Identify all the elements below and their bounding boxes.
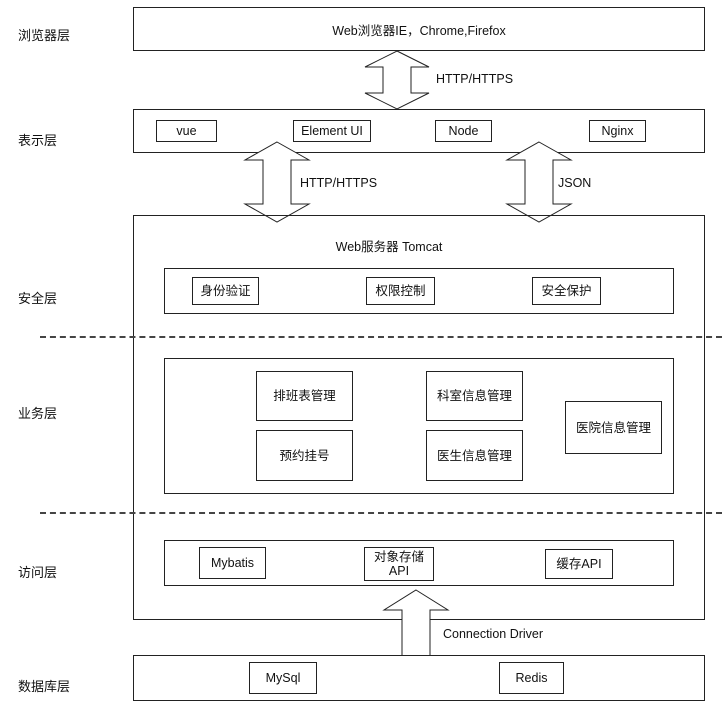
business-item-schedule: 排班表管理 [256, 371, 353, 421]
browser-box: Web浏览器IE，Chrome,Firefox [133, 7, 705, 51]
business-box: 排班表管理 科室信息管理 预约挂号 医生信息管理 医院信息管理 [164, 358, 674, 494]
database-item-redis: Redis [499, 662, 564, 694]
dashed-separator-security-business [40, 336, 722, 338]
security-item-protection: 安全保护 [532, 277, 601, 305]
arrow-label-browser-presentation: HTTP/HTTPS [436, 72, 514, 86]
layer-label-security: 安全层 [18, 291, 58, 306]
web-server-title: Web服务器 Tomcat [335, 239, 443, 254]
arrow-label-presentation-server-right: JSON [558, 176, 592, 190]
arrow-label-presentation-server-left: HTTP/HTTPS [300, 176, 378, 190]
database-box: MySql Redis [133, 655, 705, 701]
presentation-item-element-ui: Element UI [293, 120, 371, 142]
access-box: Mybatis 对象存储 API 缓存API [164, 540, 674, 586]
access-item-mybatis: Mybatis [199, 547, 266, 579]
double-arrow-presentation-server-right [505, 141, 573, 223]
browser-box-text: Web浏览器IE，Chrome,Firefox [332, 23, 506, 38]
double-arrow-presentation-server-left [243, 141, 311, 223]
arrow-label-server-database: Connection Driver [443, 627, 544, 641]
layer-label-business: 业务层 [18, 406, 58, 421]
double-arrow-browser-presentation [364, 50, 430, 110]
security-box: 身份验证 权限控制 安全保护 [164, 268, 674, 314]
business-item-department: 科室信息管理 [426, 371, 523, 421]
business-item-booking: 预约挂号 [256, 430, 353, 481]
presentation-item-vue: vue [156, 120, 217, 142]
presentation-item-node: Node [435, 120, 492, 142]
layer-label-database: 数据库层 [18, 679, 71, 694]
business-item-hospital: 医院信息管理 [565, 401, 662, 454]
database-item-mysql: MySql [249, 662, 317, 694]
business-item-doctor: 医生信息管理 [426, 430, 523, 481]
presentation-item-nginx: Nginx [589, 120, 646, 142]
layer-label-presentation: 表示层 [18, 133, 58, 148]
security-item-authentication: 身份验证 [192, 277, 259, 305]
security-item-permission-control: 权限控制 [366, 277, 435, 305]
dashed-separator-business-access [40, 512, 722, 514]
access-item-cache: 缓存API [545, 549, 613, 579]
presentation-box: vue Element UI Node Nginx [133, 109, 705, 153]
layer-label-access: 访问层 [18, 565, 58, 580]
access-item-object-storage: 对象存储 API [364, 547, 434, 581]
layer-label-browser: 浏览器层 [18, 28, 71, 43]
